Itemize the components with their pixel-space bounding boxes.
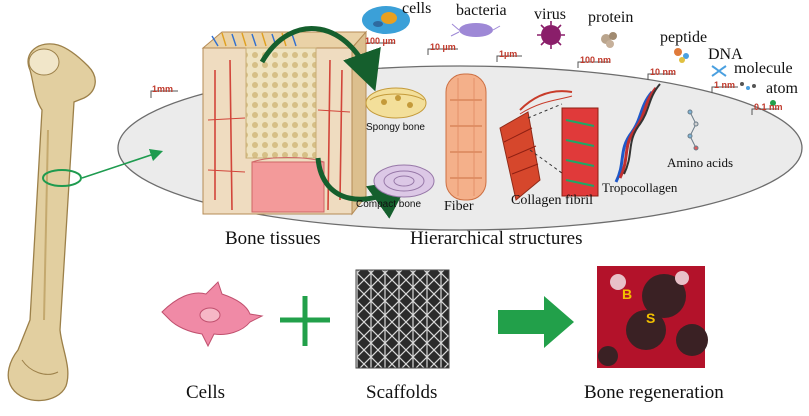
label-hierarchical-structures: Hierarchical structures bbox=[410, 228, 583, 249]
virus-icon bbox=[537, 21, 565, 49]
scale-0-1nm: 0.1 nm bbox=[754, 102, 783, 112]
femur-illustration bbox=[7, 43, 164, 402]
label-amino-acids: Amino acids bbox=[667, 155, 734, 170]
compact-bone-image bbox=[373, 164, 435, 198]
scaffold-to-regeneration-arrow bbox=[498, 296, 574, 348]
label-bone-tissues: Bone tissues bbox=[225, 228, 321, 249]
bacteria-icon bbox=[450, 23, 501, 37]
atom-icon bbox=[770, 100, 776, 106]
label-cells: cells bbox=[402, 0, 432, 17]
collagen-fibril-image bbox=[499, 90, 599, 201]
label-scaffolds: Scaffolds bbox=[366, 382, 438, 403]
scale-100um: 100 µm bbox=[365, 36, 396, 46]
label-bottom-cells: Cells bbox=[186, 382, 226, 403]
label-virus: virus bbox=[534, 6, 566, 23]
scale-10um: 10 µm bbox=[430, 42, 456, 52]
label-spongy-bone: Spongy bone bbox=[366, 122, 425, 133]
label-molecule: molecule bbox=[734, 60, 793, 77]
regen-marker-s: S bbox=[646, 310, 656, 326]
bone-regeneration-image bbox=[597, 266, 708, 368]
molecule-icon bbox=[740, 82, 756, 90]
label-atom: atom bbox=[766, 80, 798, 97]
scale-100nm: 100 nm bbox=[580, 55, 612, 65]
regen-marker-b: B bbox=[622, 286, 633, 302]
label-compact-bone: Compact bone bbox=[356, 199, 422, 210]
amino-acids-image bbox=[687, 109, 699, 151]
fiber-image bbox=[445, 73, 487, 201]
femur-to-tissue-arrow bbox=[81, 148, 164, 179]
label-peptide: peptide bbox=[660, 29, 708, 46]
tropocollagen-image bbox=[614, 83, 661, 183]
label-fiber: Fiber bbox=[444, 199, 474, 214]
label-collagen-fibril: Collagen fibril bbox=[511, 193, 594, 208]
label-dna: DNA bbox=[708, 46, 743, 63]
label-bacteria: bacteria bbox=[456, 2, 507, 19]
label-tropocollagen: Tropocollagen bbox=[602, 180, 678, 195]
femur-highlight-ring bbox=[42, 169, 82, 187]
tissue-to-spongy-arrow bbox=[259, 26, 381, 92]
bone-tissue-block bbox=[201, 30, 368, 216]
cell-icon bbox=[362, 6, 410, 34]
spongy-bone-image bbox=[365, 87, 427, 119]
scale-1mm: 1mm bbox=[152, 84, 174, 94]
dna-icon bbox=[711, 65, 727, 77]
scale-10nm: 10 nm bbox=[650, 67, 677, 77]
plus-sign bbox=[280, 296, 330, 346]
scale-1nm: 1 nm bbox=[714, 80, 736, 90]
label-protein: protein bbox=[588, 9, 634, 26]
scale-1um: 1µm bbox=[499, 49, 518, 59]
protein-icon bbox=[601, 32, 617, 48]
label-bone-regeneration: Bone regeneration bbox=[584, 382, 724, 403]
pink-cell-image bbox=[161, 281, 264, 348]
scaffold-image bbox=[355, 269, 450, 369]
peptide-icon bbox=[674, 48, 689, 63]
